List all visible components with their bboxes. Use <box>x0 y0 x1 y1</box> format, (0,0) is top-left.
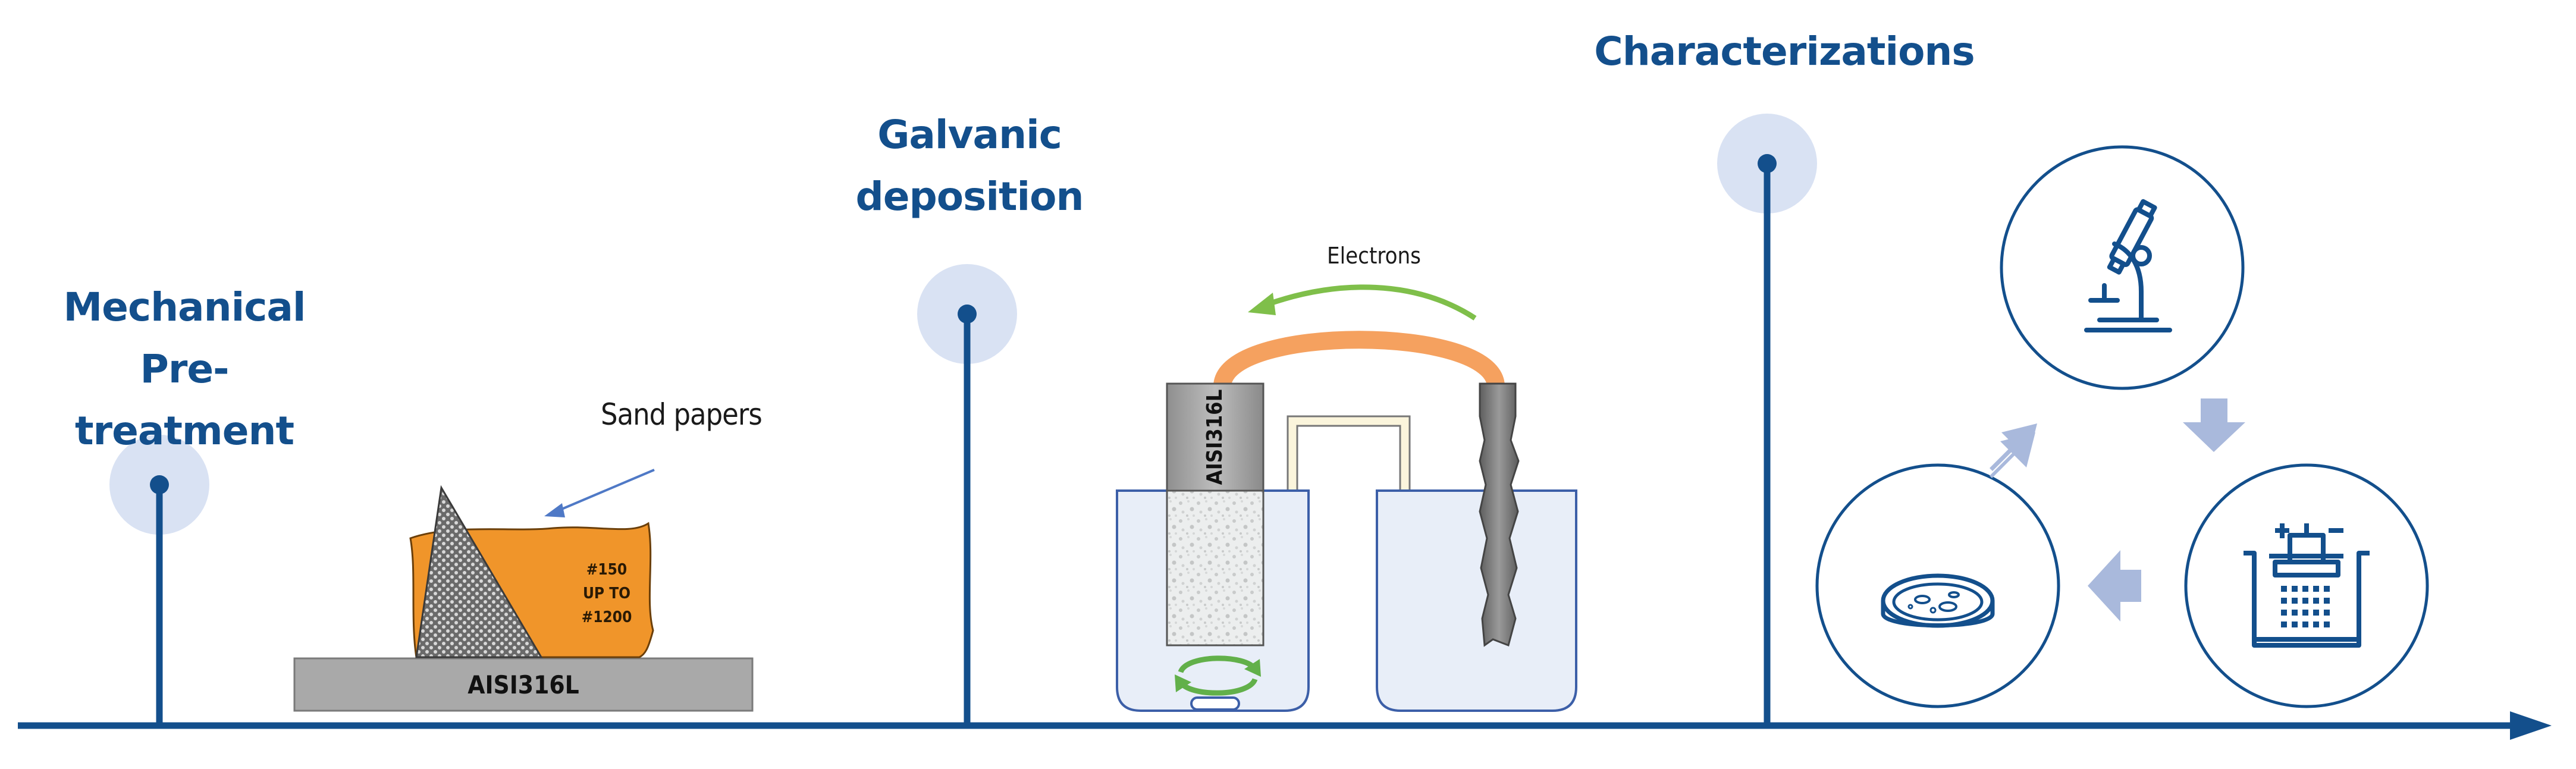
external-wire <box>1213 331 1505 388</box>
grit-line1: #150 <box>586 561 627 579</box>
stage-title-characterization: Characterizations <box>1558 21 2010 83</box>
stir-bar <box>1190 696 1240 711</box>
stage-title-characterization-line1: Characterizations <box>1594 29 1975 74</box>
stage-marker-galvanic <box>917 264 1017 726</box>
stage-marker-mechanical <box>109 435 209 726</box>
electron-arrow <box>1248 284 1477 321</box>
electrochemical-cell-grid <box>2281 586 2330 627</box>
sandpaper-callout-label: Sand papers <box>601 397 763 432</box>
characterization-circle-biological <box>1815 463 2060 708</box>
electrons-label: Electrons <box>1327 243 1421 269</box>
stage-marker-characterization <box>1717 114 1817 726</box>
stage-title-galvanic-line1: Galvanic <box>877 112 1062 158</box>
sandpaper-grit-label: #150 UP TO #1200 <box>571 558 642 629</box>
stage-title-mechanical-line1: Mechanical <box>63 284 306 330</box>
petri-dish-icon <box>1881 573 1995 628</box>
beaker-right <box>1376 489 1577 712</box>
sandpaper-gray <box>415 485 543 658</box>
substrate-label: AISI316L <box>467 670 579 699</box>
stage-title-mechanical-line2: Pre-treatment <box>74 346 294 454</box>
microscope-icon <box>2084 199 2172 332</box>
stage-title-galvanic-line2: deposition <box>855 174 1084 219</box>
stage-title-galvanic: Galvanic deposition <box>851 104 1088 228</box>
cycle-arrows <box>1990 398 2245 622</box>
substrate-plate <box>293 657 754 712</box>
stirrer-rotation-icon <box>1175 655 1261 696</box>
stage-title-mechanical: Mechanical Pre-treatment <box>36 277 333 462</box>
electrochemical-cell-icon <box>2244 523 2370 648</box>
grit-line2: UP TO <box>582 585 631 602</box>
counter-electrode <box>1479 382 1520 647</box>
grit-line3: #1200 <box>581 608 632 626</box>
timeline-axis <box>18 711 2552 740</box>
sandpaper-callout-arrow <box>544 469 655 517</box>
aisi316l-electrode <box>1166 382 1265 646</box>
electrode-label: AISI316L <box>1203 389 1227 485</box>
